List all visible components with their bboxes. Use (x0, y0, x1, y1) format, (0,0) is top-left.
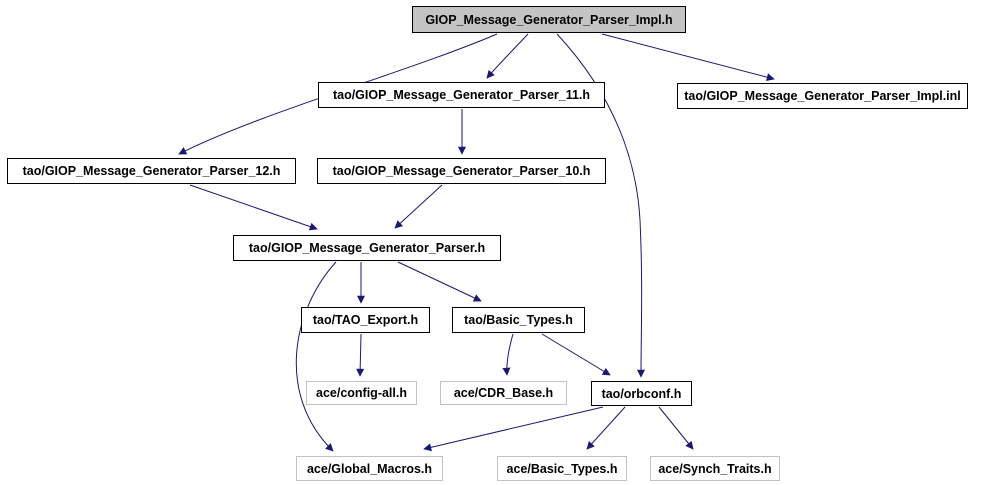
node-label: ace/CDR_Base.h (453, 386, 554, 400)
edge-parser_h-to-tao_basic_types (397, 261, 482, 302)
node-cdr_base: ace/CDR_Base.h (440, 381, 567, 405)
node-parser_11[interactable]: tao/GIOP_Message_Generator_Parser_11.h (318, 82, 605, 108)
node-impl_inl[interactable]: tao/GIOP_Message_Generator_Parser_Impl.i… (677, 83, 968, 109)
node-label: tao/GIOP_Message_Generator_Parser_10.h (332, 164, 591, 178)
node-label: tao/GIOP_Message_Generator_Parser_Impl.i… (684, 89, 961, 103)
edge-orbconf-to-ace_basic_types (586, 406, 626, 450)
node-synch_traits: ace/Synch_Traits.h (650, 456, 780, 481)
node-label: tao/Basic_Types.h (464, 313, 573, 327)
node-label: tao/GIOP_Message_Generator_Parser.h (248, 241, 486, 255)
edge-tao_basic_types-to-cdr_base (502, 333, 514, 376)
node-parser_12[interactable]: tao/GIOP_Message_Generator_Parser_12.h (7, 158, 296, 184)
node-config_all: ace/config-all.h (306, 381, 417, 405)
node-label: tao/GIOP_Message_Generator_Parser_11.h (332, 88, 591, 102)
node-parser_h[interactable]: tao/GIOP_Message_Generator_Parser.h (233, 235, 501, 261)
node-label: ace/Global_Macros.h (306, 461, 433, 476)
node-tao_export[interactable]: tao/TAO_Export.h (301, 307, 430, 333)
edge-parser_10-to-parser_h (394, 184, 443, 229)
node-ace_basic_types: ace/Basic_Types.h (497, 456, 627, 481)
node-parser_10[interactable]: tao/GIOP_Message_Generator_Parser_10.h (317, 158, 606, 184)
edge-tao_export-to-config_all (356, 333, 365, 377)
node-label: ace/Synch_Traits.h (658, 461, 772, 476)
node-label: GIOP_Message_Generator_Parser_Impl.h (425, 12, 673, 27)
node-label: tao/orbconf.h (601, 386, 682, 401)
node-label: ace/config-all.h (316, 386, 407, 400)
edge-tao_basic_types-to-orbconf (541, 333, 611, 376)
node-label: tao/GIOP_Message_Generator_Parser_12.h (22, 164, 281, 178)
edge-impl_h-to-parser_11 (486, 33, 529, 79)
edge-parser_h-to-global_macros (295, 261, 337, 452)
node-label: ace/Basic_Types.h (506, 461, 618, 476)
edge-orbconf-to-global_macros (423, 406, 604, 452)
edge-parser_12-to-parser_h (189, 184, 318, 231)
node-label: tao/TAO_Export.h (312, 313, 419, 327)
node-tao_basic_types[interactable]: tao/Basic_Types.h (452, 307, 585, 333)
node-orbconf[interactable]: tao/orbconf.h (591, 381, 692, 406)
node-global_macros: ace/Global_Macros.h (296, 456, 443, 481)
edge-impl_h-to-impl_inl (601, 33, 775, 82)
node-impl_h: GIOP_Message_Generator_Parser_Impl.h (412, 6, 686, 33)
edge-orbconf-to-synch_traits (658, 406, 694, 450)
